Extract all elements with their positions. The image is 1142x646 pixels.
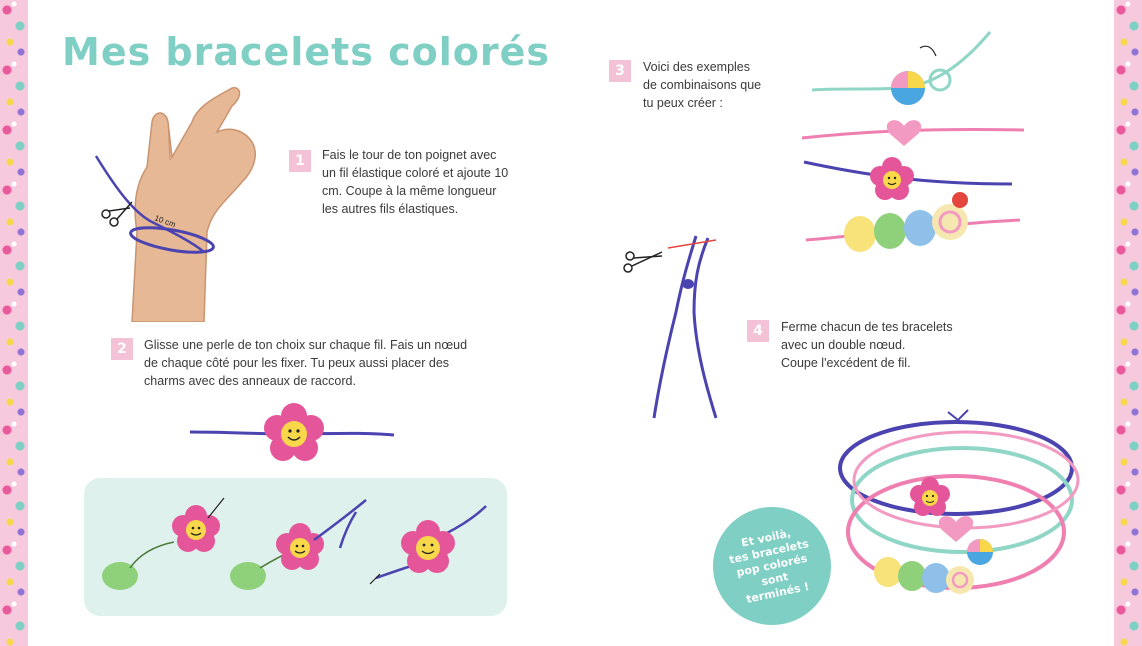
left-decorative-border xyxy=(0,0,28,646)
threading-steps-panel xyxy=(84,478,507,616)
step-1-number: 1 xyxy=(289,150,311,172)
bracelet-combination-examples xyxy=(801,31,1025,252)
step-3-line: tu peux créer : xyxy=(643,96,723,110)
step-2-text: Glisse une perle de ton choix sur chaque… xyxy=(144,336,467,390)
step-1-line: Fais le tour de ton poignet avec xyxy=(322,148,497,162)
step-3-number: 3 xyxy=(609,60,631,82)
step-1-text: Fais le tour de ton poignet avec un fil … xyxy=(322,146,508,218)
step-4-text: Ferme chacun de tes bracelets avec un do… xyxy=(781,318,953,372)
threader-tool-icon xyxy=(102,541,175,590)
step-3-line: Voici des exemples xyxy=(643,60,751,74)
pastel-beads-row xyxy=(874,557,974,594)
heart-bead-icon xyxy=(886,120,922,146)
smiley-flower-bead-icon xyxy=(401,520,455,573)
step-4-line: avec un double nœud. xyxy=(781,338,906,352)
flower-bead-on-cord-illustration xyxy=(189,403,395,461)
step-3-line: de combinaisons que xyxy=(643,78,762,92)
scissors-icon xyxy=(623,251,663,273)
step-2-line: Glisse une perle de ton choix sur chaque… xyxy=(144,338,468,352)
multicolor-bead-icon xyxy=(967,539,993,565)
heart-bead-icon xyxy=(938,516,974,542)
multicolor-bead-icon xyxy=(891,71,925,105)
completion-badge: Et voilà, tes bracelets pop colorés sont… xyxy=(702,496,842,636)
page-title: Mes bracelets colorés xyxy=(62,30,551,74)
strawberry-charm-icon xyxy=(952,192,968,208)
step-1-line: cm. Coupe à la même longueur xyxy=(322,184,497,198)
step-4-line: Ferme chacun de tes bracelets xyxy=(781,320,953,334)
smiley-flower-bead-icon xyxy=(172,505,220,552)
double-knot-illustration xyxy=(623,235,718,419)
smiley-flower-bead-icon xyxy=(870,157,914,200)
step-1-line: un fil élastique coloré et ajoute 10 xyxy=(322,166,509,180)
smiley-flower-bead-icon xyxy=(264,403,324,461)
step-2-number: 2 xyxy=(111,338,133,360)
smiley-flower-bead-icon xyxy=(910,477,950,516)
wrist-measure-illustration: 10 cm xyxy=(94,87,256,322)
finished-bracelets-illustration xyxy=(838,409,1080,594)
right-decorative-border xyxy=(1114,0,1142,646)
pastel-beads-row xyxy=(844,192,968,252)
step-4-line: Coupe l'excédent de fil. xyxy=(781,356,911,370)
step-4-number: 4 xyxy=(747,320,769,342)
threading-steps-illustration xyxy=(102,497,487,590)
step-3-text: Voici des exemples de combinaisons que t… xyxy=(643,58,761,112)
step-2-line: de chaque côté pour les fixer. Tu peux a… xyxy=(144,356,450,370)
smiley-flower-bead-icon xyxy=(276,523,324,570)
scissors-icon xyxy=(101,201,133,227)
step-1-line: les autres fils élastiques. xyxy=(322,202,459,216)
step-2-line: charms avec des anneaux de raccord. xyxy=(144,374,356,388)
